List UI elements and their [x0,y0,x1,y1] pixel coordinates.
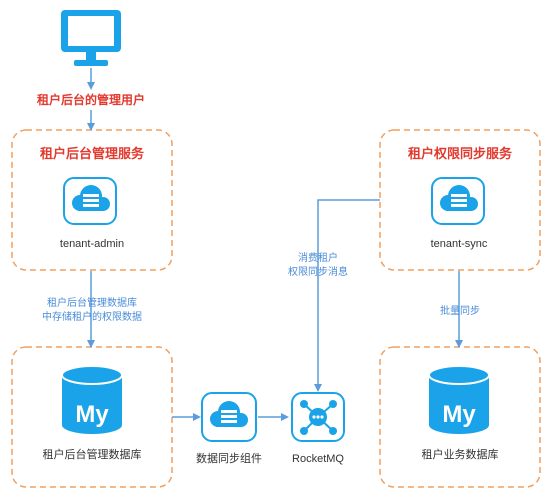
arrow-sync-service-to-mq [314,199,380,392]
admin-db-logo: My [75,401,109,428]
rocketmq-hub-icon [291,392,345,442]
sync-service-box [379,129,541,271]
sync-component-label: 数据同步组件 [196,451,262,465]
sync-box-title: 租户权限同步服务 [408,146,513,161]
mysql-database-icon: My [428,365,490,434]
monitor-icon [61,10,121,66]
edge-label-consume-1: 消费租户 [298,251,338,264]
mysql-database-icon: My [61,365,123,434]
edge-label-batch-sync: 批量同步 [440,304,480,317]
user-label: 租户后台的管理用户 [37,92,145,107]
cloud-server-icon [201,392,257,442]
admin-box-title: 租户后台管理服务 [40,146,145,161]
biz-db-logo: My [442,401,476,428]
edge-label-admin-db-2: 中存储租户的权限数据 [42,310,142,323]
sync-service-label: tenant-sync [431,238,488,250]
admin-db-label: 租户后台管理数据库 [43,447,142,461]
cloud-server-icon [63,177,117,225]
biz-db-label: 租户业务数据库 [422,447,499,461]
admin-service-label: tenant-admin [60,238,124,250]
edge-label-admin-db-1: 租户后台管理数据库 [47,296,137,309]
cloud-server-icon [431,177,485,225]
mq-label: RocketMQ [292,453,344,465]
edge-label-consume-2: 权限同步消息 [288,265,348,278]
